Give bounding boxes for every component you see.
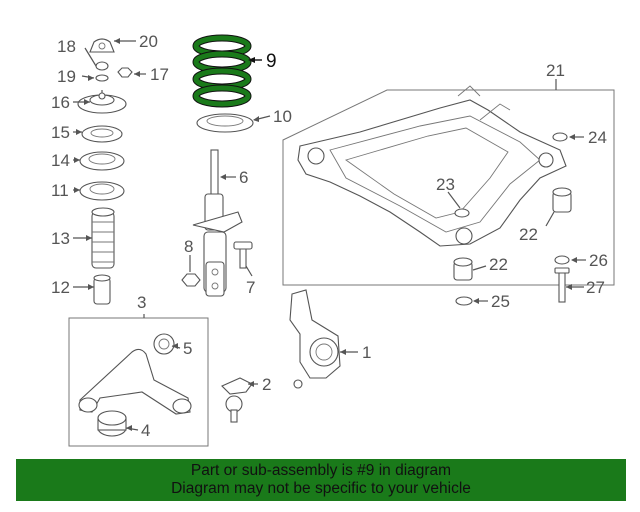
callout-16[interactable]: 16 xyxy=(51,93,70,112)
callout-7[interactable]: 7 xyxy=(246,278,255,297)
subframe-bushing-part[interactable] xyxy=(453,187,572,281)
coil-spring-part[interactable] xyxy=(192,34,252,108)
nut-8-part[interactable] xyxy=(181,273,201,287)
callout-22a[interactable]: 22 xyxy=(519,225,538,244)
dust-boot-part[interactable] xyxy=(91,207,115,269)
callout-8[interactable]: 8 xyxy=(184,237,193,256)
strut-assembly-part[interactable] xyxy=(192,149,243,297)
washer-26-part[interactable] xyxy=(554,255,570,265)
bump-stop-part[interactable] xyxy=(93,274,111,305)
callout-19[interactable]: 19 xyxy=(57,67,76,86)
bushing-4-part[interactable] xyxy=(97,410,127,437)
callout-10[interactable]: 10 xyxy=(273,107,292,126)
callout-17[interactable]: 17 xyxy=(150,65,169,84)
bolt-7-part[interactable] xyxy=(233,241,253,269)
nut-18-part[interactable] xyxy=(95,61,109,71)
bushing-5-part[interactable] xyxy=(153,333,175,355)
callout-27[interactable]: 27 xyxy=(586,278,605,297)
callout-6[interactable]: 6 xyxy=(239,168,248,187)
callout-14[interactable]: 14 xyxy=(51,151,70,170)
callout-26[interactable]: 26 xyxy=(589,251,608,270)
washer-24-part[interactable] xyxy=(552,132,568,142)
washer-23-part[interactable] xyxy=(454,208,470,218)
subframe-box xyxy=(282,89,615,286)
lower-arm-box xyxy=(68,317,209,447)
strut-mount-part[interactable] xyxy=(77,90,127,114)
nut-17-part[interactable] xyxy=(117,67,133,78)
spring-seat-part[interactable] xyxy=(79,151,125,171)
callout-2[interactable]: 2 xyxy=(262,375,271,394)
callout-20[interactable]: 20 xyxy=(139,32,158,51)
top-mount-stack xyxy=(77,38,133,305)
callout-3[interactable]: 3 xyxy=(137,293,146,312)
callout-22b[interactable]: 22 xyxy=(489,255,508,274)
bearing-part[interactable] xyxy=(81,125,123,143)
washer-25-part[interactable] xyxy=(455,296,473,306)
callout-18[interactable]: 18 xyxy=(57,37,76,56)
bolt-27-part[interactable] xyxy=(554,267,570,303)
ball-joint-part[interactable] xyxy=(221,377,253,423)
dust-cap-part[interactable] xyxy=(89,38,115,53)
callout-4[interactable]: 4 xyxy=(141,421,150,440)
callout-21[interactable]: 21 xyxy=(546,61,565,80)
callout-23[interactable]: 23 xyxy=(436,175,455,194)
leader-lines xyxy=(73,38,586,431)
subframe-part[interactable] xyxy=(297,85,567,247)
spring-pad-part[interactable] xyxy=(196,113,254,133)
callout-9[interactable]: 9 xyxy=(266,51,277,72)
knuckle-part[interactable] xyxy=(289,289,341,389)
callout-15[interactable]: 15 xyxy=(51,123,70,142)
callout-11[interactable]: 11 xyxy=(51,181,69,200)
info-banner: Part or sub-assembly is #9 in diagram Di… xyxy=(16,459,626,501)
insulator-part[interactable] xyxy=(79,181,125,201)
banner-line-1: Part or sub-assembly is #9 in diagram xyxy=(190,462,452,479)
callout-25[interactable]: 25 xyxy=(491,292,510,311)
washer-part[interactable] xyxy=(95,74,109,82)
callout-24[interactable]: 24 xyxy=(588,128,607,147)
banner-line-2: Diagram may not be specific to your vehi… xyxy=(171,480,471,497)
lower-arm-part[interactable] xyxy=(78,348,192,415)
callout-13[interactable]: 13 xyxy=(51,229,70,248)
callout-12[interactable]: 12 xyxy=(51,278,70,297)
callout-5[interactable]: 5 xyxy=(183,339,192,358)
callout-1[interactable]: 1 xyxy=(362,343,371,362)
callout-labels: 1 2 3 4 5 6 7 8 9 10 11 12 13 14 15 16 1… xyxy=(51,32,608,440)
